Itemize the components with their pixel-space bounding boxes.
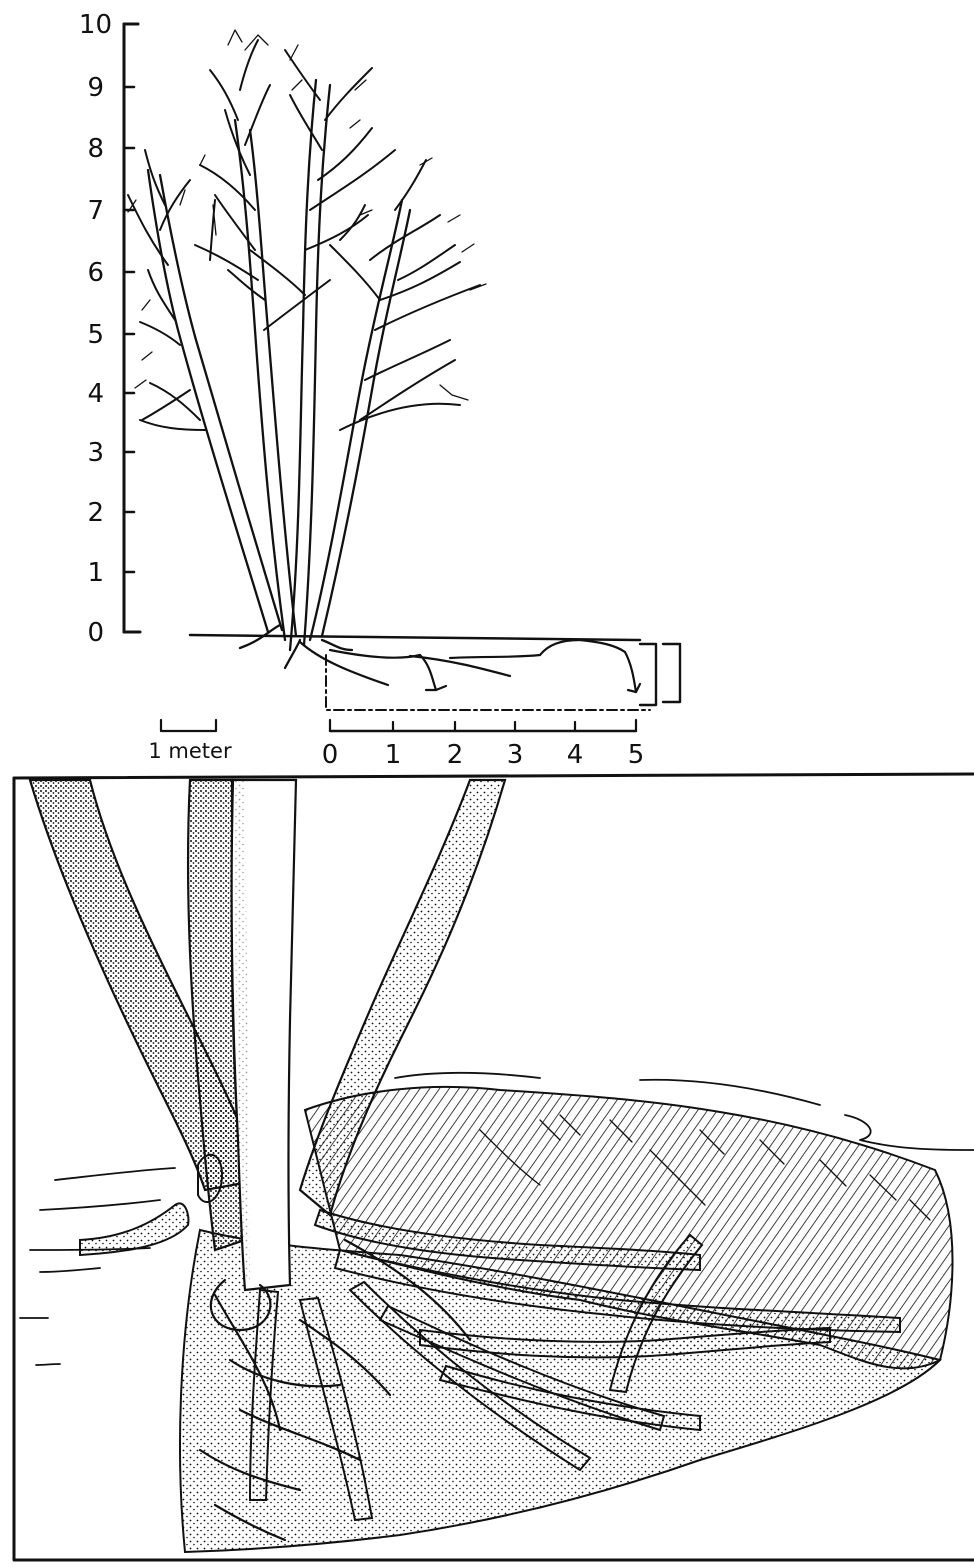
height-tick-6: 6	[87, 258, 104, 288]
scale-bar: 1 meter	[148, 720, 232, 763]
root-distance-axis: 0 1 2 3 4 5	[322, 720, 645, 770]
root-tick-2: 2	[447, 740, 464, 770]
root-tick-1: 1	[385, 740, 402, 770]
root-tick-3: 3	[507, 740, 524, 770]
shrub-drawing	[128, 30, 680, 710]
surface-root	[80, 1203, 188, 1255]
height-tick-9: 9	[87, 73, 104, 103]
root-tick-5: 5	[628, 740, 645, 770]
height-tick-3: 3	[87, 438, 104, 468]
height-tick-1: 1	[87, 558, 104, 588]
height-tick-2: 2	[87, 498, 104, 528]
root-tick-4: 4	[567, 740, 584, 770]
height-tick-0: 0	[87, 618, 104, 648]
height-tick-7: 7	[87, 196, 104, 226]
scale-bar-label: 1 meter	[148, 739, 232, 763]
root-detail-panel	[14, 774, 974, 1560]
height-axis: 0 1 2 3 4 5 6 7 8 9 10	[79, 10, 140, 648]
root-tick-0: 0	[322, 740, 339, 770]
height-tick-5: 5	[87, 320, 104, 350]
height-tick-8: 8	[87, 134, 104, 164]
height-tick-4: 4	[87, 379, 104, 409]
height-tick-10: 10	[79, 10, 112, 40]
